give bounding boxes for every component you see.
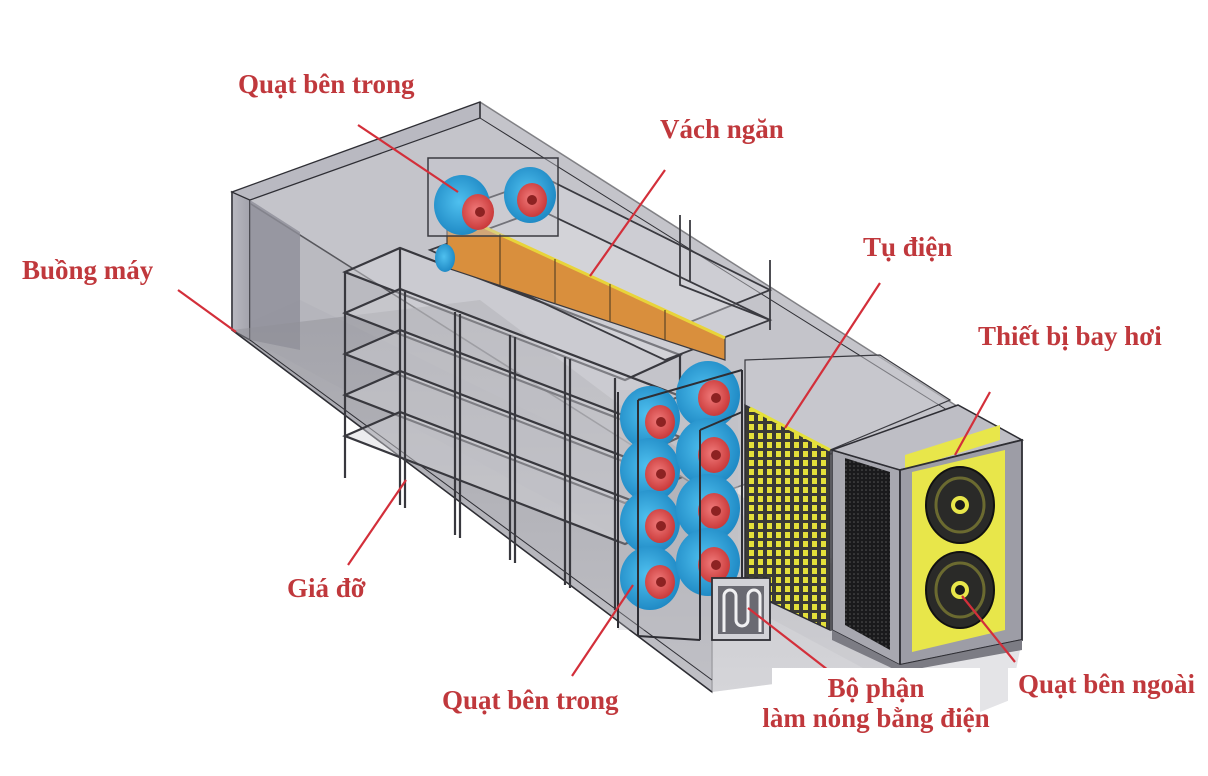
- inner-fan-front-2: [676, 361, 740, 429]
- inner-fan-front-5: [620, 490, 680, 554]
- partition: [446, 208, 726, 361]
- condenser: [744, 354, 952, 632]
- inner-fans-front: [617, 361, 743, 641]
- inner-fan-front-4: [676, 418, 740, 486]
- label-outer-fan: Quạt bên ngoài: [1008, 668, 1206, 702]
- label-heater-line1: Bộ phận: [827, 673, 925, 703]
- inner-fan-top-1: [434, 175, 494, 235]
- leader-capacitor: [784, 282, 881, 429]
- leader-outer-fan: [961, 595, 1016, 663]
- inner-fan-front-1: [620, 386, 680, 450]
- inner-fan-front-3: [620, 438, 680, 502]
- leader-rack: [347, 479, 407, 566]
- evaporator-unit: [829, 404, 1025, 672]
- rack-shelves: [342, 246, 683, 546]
- label-heater-line2: làm nóng bằng điện: [762, 702, 990, 733]
- label-inner-fan-bottom: Quạt bên trong: [432, 684, 629, 718]
- outer-fan-1: [925, 466, 995, 544]
- inner-fans-top: [427, 157, 559, 272]
- leader-inner-fan-top: [357, 124, 459, 193]
- leader-lines: [177, 124, 1016, 677]
- label-heater: Bộ phận làm nóng bằng điện: [762, 668, 990, 742]
- leader-evaporator: [954, 391, 991, 456]
- label-partition: Vách ngăn: [660, 114, 784, 144]
- label-rack: Giá đỡ: [287, 573, 366, 603]
- leader-inner-fan-bottom: [571, 584, 634, 677]
- leader-chamber: [177, 289, 237, 333]
- inner-fan-front-6: [676, 474, 740, 542]
- leader-heater: [747, 607, 829, 671]
- label-capacitor: Tụ điện: [863, 232, 953, 262]
- label-chamber: Buồng máy: [22, 255, 154, 285]
- label-evaporator: Thiết bị bay hơi: [978, 321, 1162, 351]
- rack: [342, 246, 683, 610]
- outer-fan-2: [925, 551, 995, 629]
- inner-fan-front-7: [620, 546, 680, 610]
- inner-fan-top-2: [504, 167, 556, 223]
- electric-heater: [711, 577, 771, 641]
- label-inner-fan-top: Quạt bên trong: [238, 69, 415, 99]
- leader-partition: [589, 169, 666, 277]
